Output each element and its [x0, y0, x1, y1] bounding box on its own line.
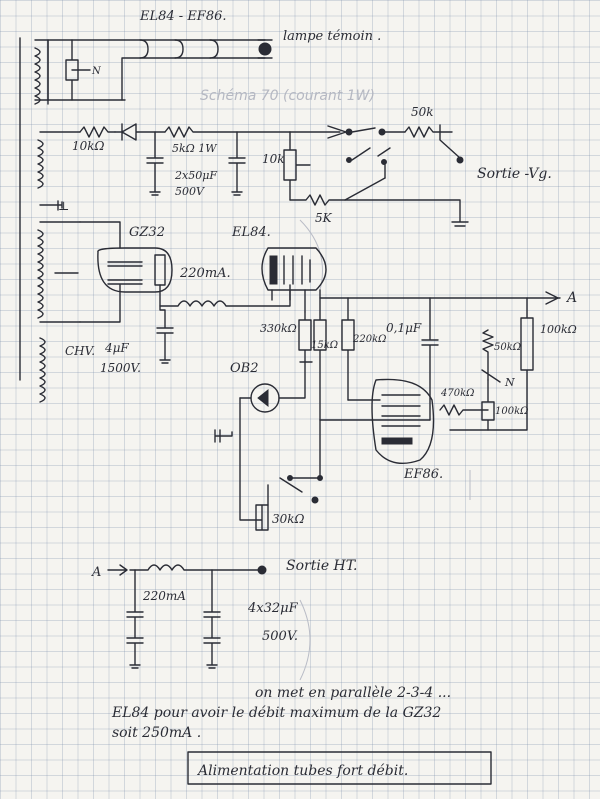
- sortie-vg-label: Sortie -Vg.: [477, 166, 552, 182]
- n2-label: N: [504, 376, 515, 389]
- r100k2-label: 100kΩ: [495, 406, 528, 417]
- el84-tube-icon: [261, 247, 327, 291]
- c4uf-label: 4μF: [104, 341, 129, 355]
- c4x32-label: 4x32μF: [247, 601, 299, 616]
- heater-circuit: [34, 39, 273, 105]
- r15k-label: 15kΩ: [311, 340, 338, 351]
- ef86-tube-icon: [371, 378, 435, 464]
- note-line-3: soit 250mA .: [112, 725, 201, 741]
- r470k-label: 470kΩ: [440, 388, 474, 399]
- ef86-label: EF86.: [403, 467, 443, 482]
- ma220-top-label: 220mA.: [179, 266, 231, 281]
- r330k-label: 330kΩ: [260, 322, 297, 335]
- v500-label: 500V: [175, 185, 205, 198]
- r220k-label: 220kΩ: [352, 334, 386, 345]
- pilot-lamp-icon: [258, 42, 272, 56]
- chv-label: CHV.: [65, 344, 95, 358]
- r10k-label: 10kΩ: [72, 139, 105, 153]
- ht-output-filter: [107, 564, 267, 669]
- gz32-tube-icon: [97, 247, 173, 293]
- title-box: [187, 751, 492, 785]
- pot50k-label: 50k: [411, 105, 434, 119]
- lamp-label: lampe témoin .: [283, 29, 381, 44]
- sortie-ht-label: Sortie HT.: [286, 558, 358, 574]
- output-a-label: A: [565, 290, 577, 306]
- note-line-1: on met en parallèle 2-3-4 ...: [255, 685, 451, 701]
- pot5k-label: 5K: [315, 211, 333, 225]
- diode-icon: [114, 123, 166, 141]
- ground-marker: ⊥: [58, 199, 69, 213]
- regulator-control: [214, 297, 534, 531]
- r100k-label: 100kΩ: [540, 323, 577, 336]
- input-a-label: A: [91, 565, 101, 580]
- v1500-label: 1500V.: [100, 361, 141, 375]
- n-label: N: [91, 66, 102, 77]
- bias-supply: [37, 123, 469, 227]
- r30k-label: 30kΩ: [272, 512, 305, 526]
- note-line-2: EL84 pour avoir le débit maximum de la G…: [111, 705, 441, 721]
- footer-title: Alimentation tubes fort débit.: [196, 763, 408, 779]
- v500b-label: 500V.: [262, 629, 298, 644]
- r50k2-label: 50kΩ: [494, 342, 521, 353]
- ob2-label: OB2: [230, 361, 258, 376]
- ht-output-terminal: [257, 565, 267, 575]
- el84-label: EL84.: [231, 225, 271, 240]
- cap2x50-label: 2x50μF: [174, 169, 217, 182]
- ht-rectifier: [37, 221, 561, 403]
- c01-label: 0,1μF: [386, 321, 422, 335]
- gz32-label: GZ32: [129, 225, 165, 240]
- svg-text:Schéma 70 (courant 1W): Schéma 70 (courant 1W): [200, 88, 375, 104]
- r5k-label: 5kΩ 1W: [172, 142, 218, 155]
- header-label: EL84 - EF86.: [139, 9, 227, 24]
- ma220-bot-label: 220mA: [142, 589, 186, 603]
- pot10k-label: 10k: [262, 152, 285, 166]
